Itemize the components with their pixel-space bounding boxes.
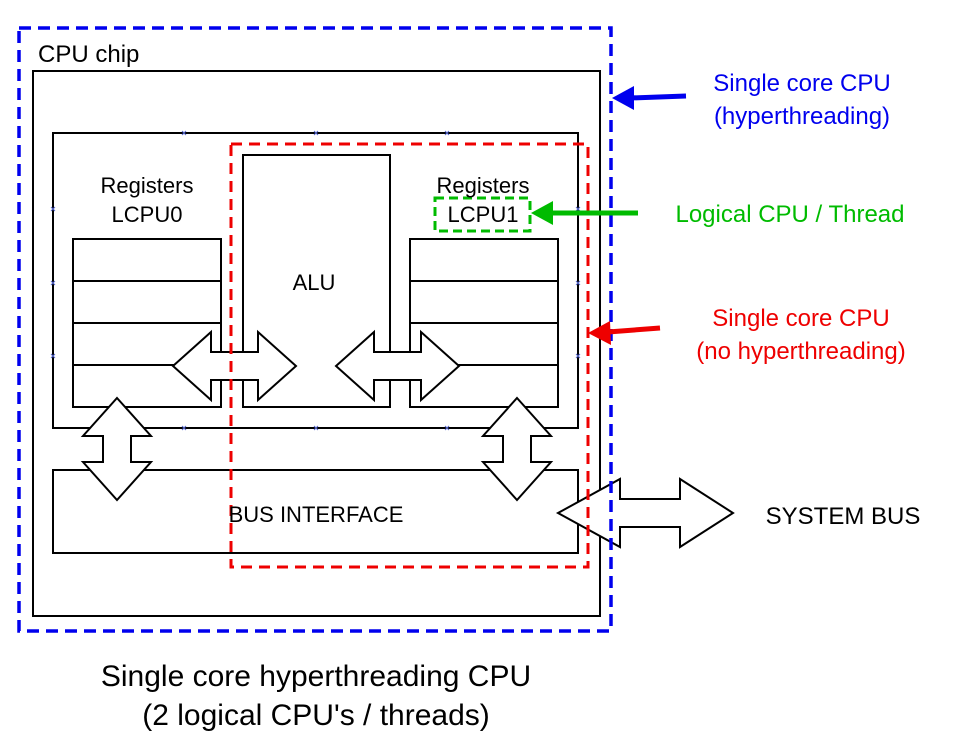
arrow-alu-lcpu1 bbox=[334, 329, 461, 403]
plain-core-label-line1: Single core CPU bbox=[712, 305, 889, 332]
caption-line1: Single core hyperthreading CPU bbox=[101, 660, 531, 693]
registers-lcpu1-title: Registers bbox=[437, 173, 530, 198]
logical-cpu-boundary bbox=[433, 196, 532, 233]
alu-label: ALU bbox=[293, 270, 336, 295]
caption-line2: (2 logical CPU's / threads) bbox=[142, 699, 490, 732]
bus-interface-label: BUS INTERFACE bbox=[229, 502, 404, 527]
hyperthreading-core-label-line2: (hyperthreading) bbox=[714, 103, 890, 130]
cpu-chip-label: CPU chip bbox=[38, 41, 139, 68]
red-pointer-arrow bbox=[588, 321, 661, 345]
alu-box bbox=[242, 154, 391, 408]
logical-cpu-label: Logical CPU / Thread bbox=[675, 201, 904, 228]
plain-core-label-line2: (no hyperthreading) bbox=[696, 338, 905, 365]
arrow-lcpu0-alu bbox=[171, 329, 298, 403]
arrow-core-bus-left bbox=[80, 396, 154, 502]
arrow-core-bus-right bbox=[480, 396, 554, 502]
registers-lcpu0-title: Registers bbox=[101, 173, 194, 198]
registers-lcpu0-name: LCPU0 bbox=[112, 202, 183, 227]
system-bus-arrow bbox=[555, 477, 735, 549]
green-pointer-arrow bbox=[531, 201, 638, 225]
hyperthreading-core-label-line1: Single core CPU bbox=[713, 70, 890, 97]
cpu-chip-box bbox=[32, 70, 601, 617]
plain-core-boundary bbox=[229, 142, 590, 569]
registers-lcpu1-name: LCPU1 bbox=[448, 202, 519, 227]
blue-pointer-arrow bbox=[612, 86, 687, 110]
system-bus-label: SYSTEM BUS bbox=[766, 503, 921, 530]
bus-interface-box bbox=[52, 469, 579, 554]
core-box-markers bbox=[50, 130, 581, 431]
